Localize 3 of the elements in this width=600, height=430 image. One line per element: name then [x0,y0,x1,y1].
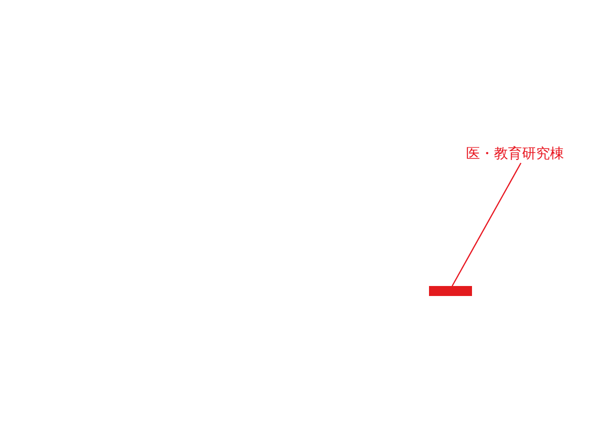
callout-label: 医・教育研究棟 [466,145,564,163]
leader-line [452,162,522,286]
marker-bar [429,286,472,296]
